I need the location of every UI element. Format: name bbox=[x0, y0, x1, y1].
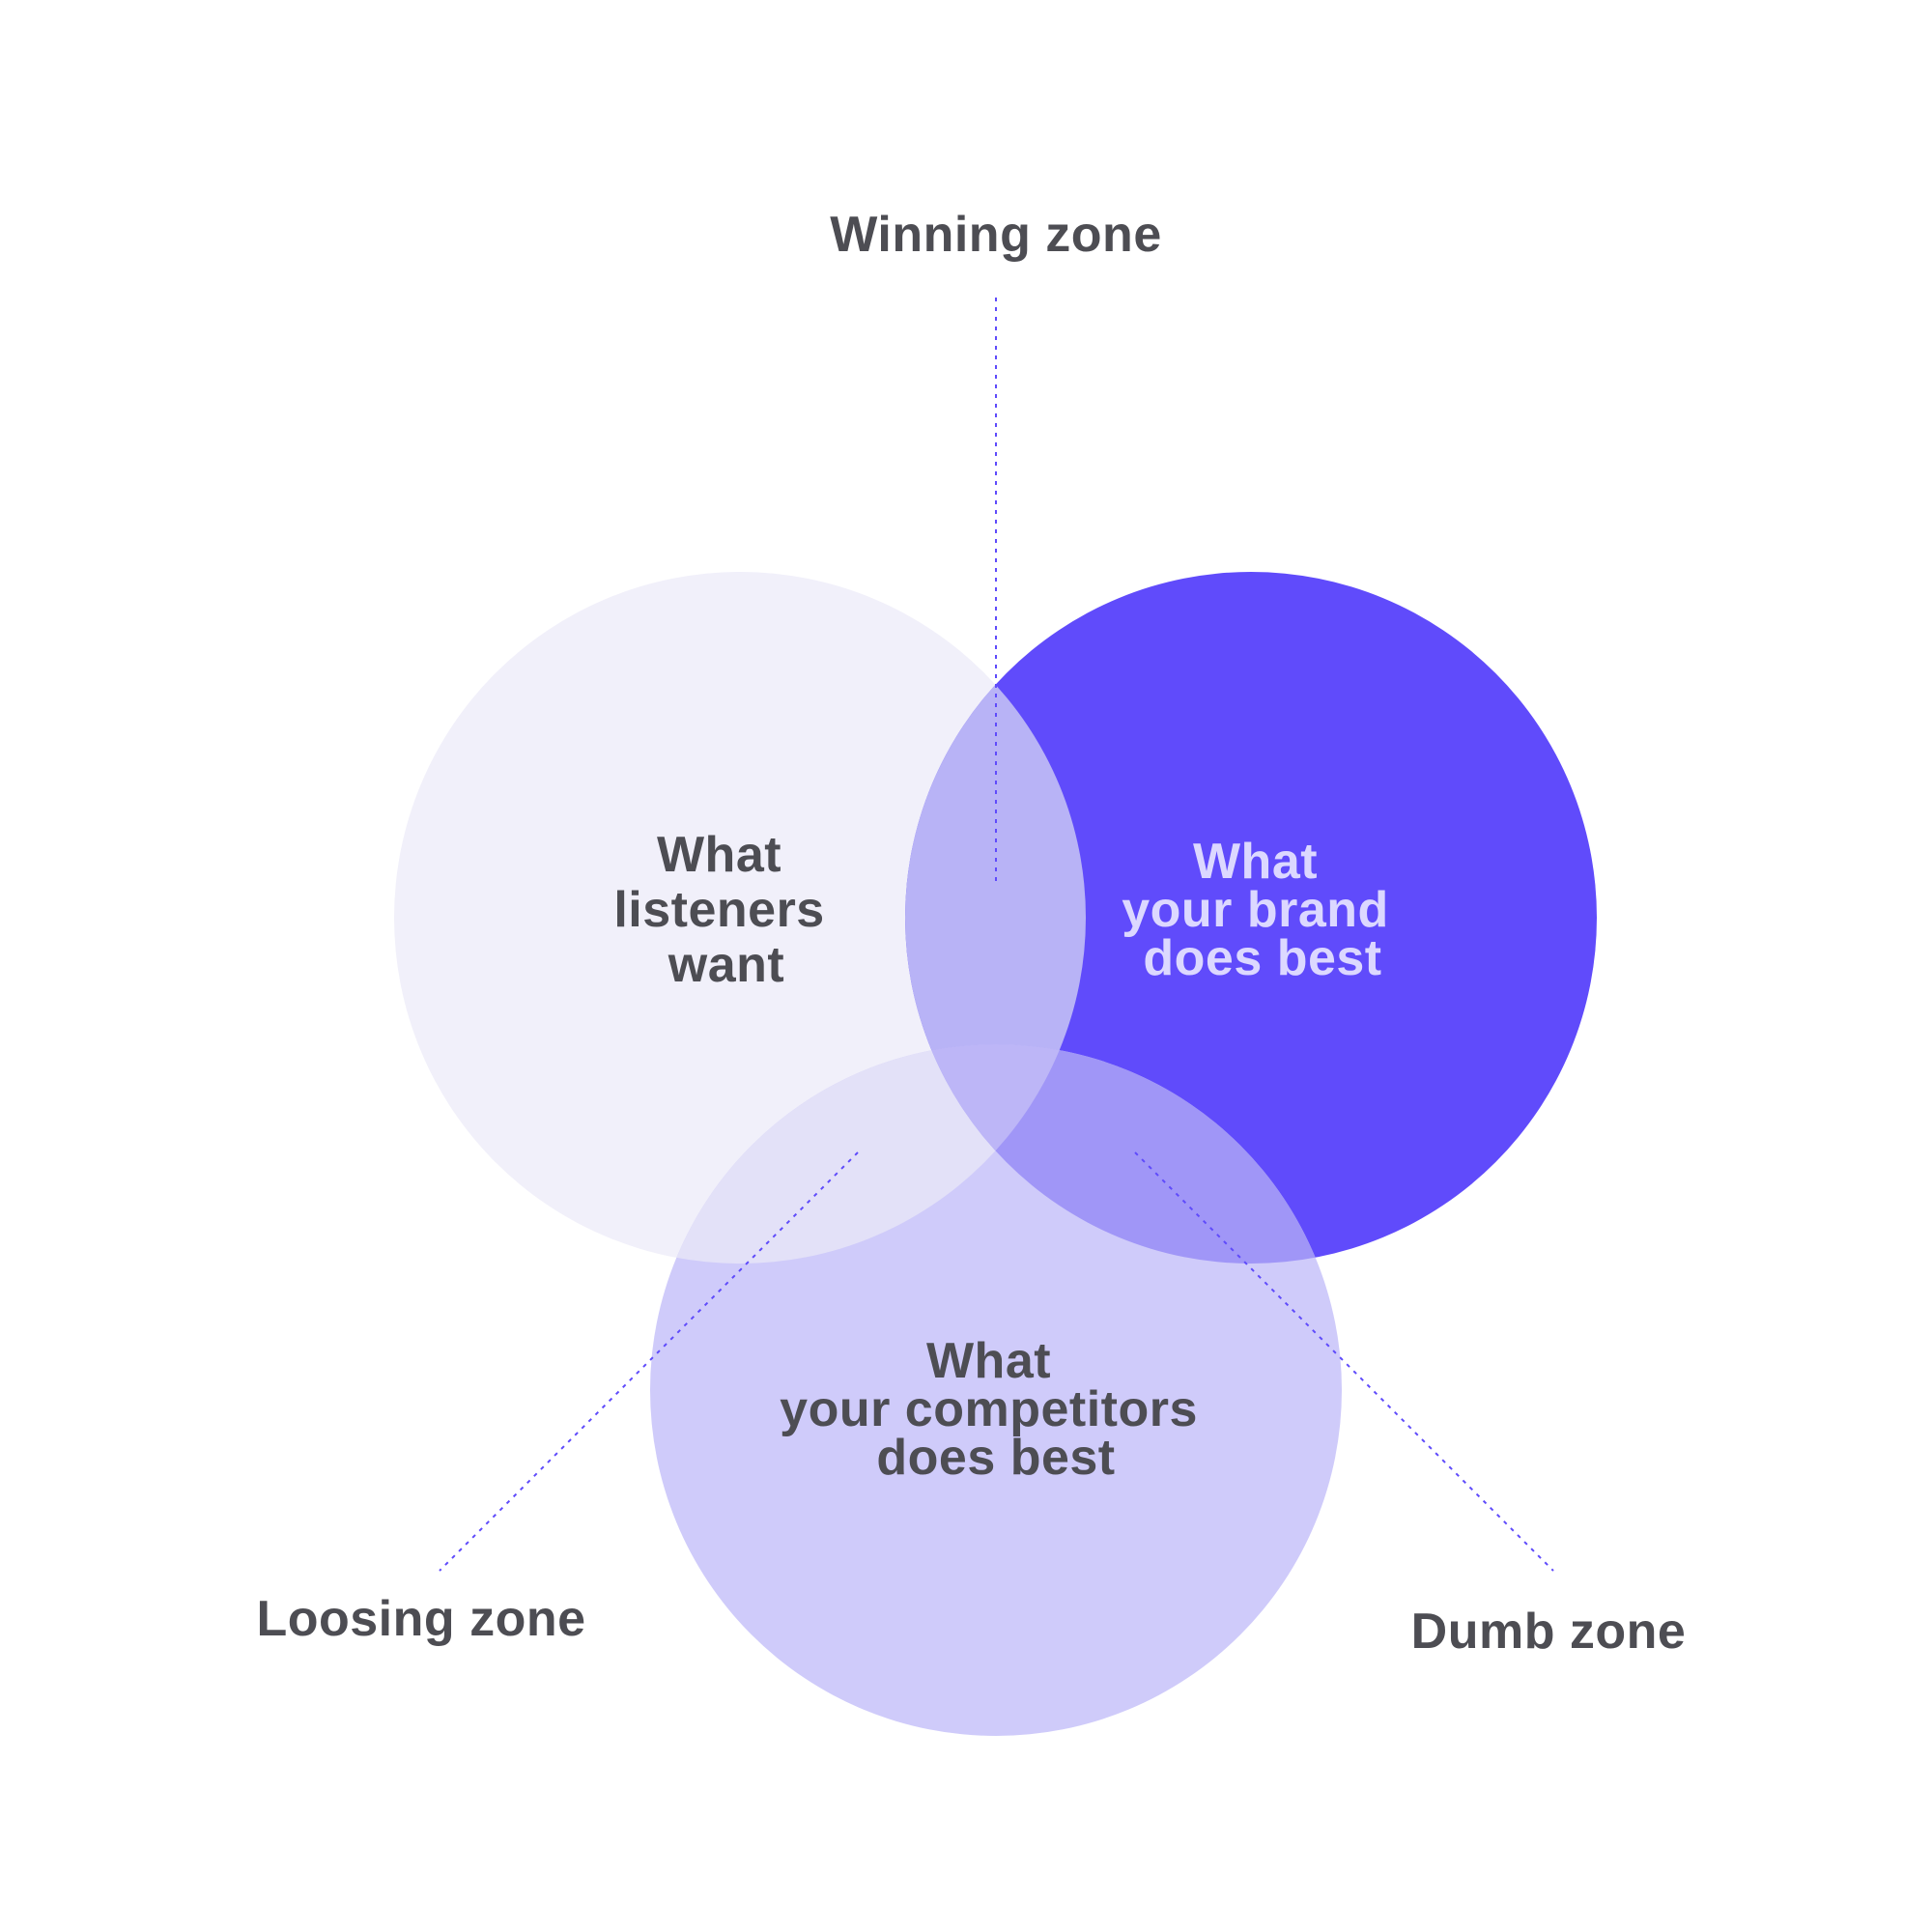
winning-zone-label: Winning zone bbox=[830, 207, 1161, 263]
loosing-zone-leader-line bbox=[439, 1151, 859, 1572]
competitors-label-line-1: What bbox=[926, 1333, 1051, 1389]
listeners-label-line-3: want bbox=[668, 937, 784, 993]
competitors-label-line-2: your competitors bbox=[780, 1381, 1198, 1437]
dumb-zone-label: Dumb zone bbox=[1411, 1604, 1687, 1660]
loosing-zone-label: Loosing zone bbox=[256, 1591, 585, 1647]
brand-competitors-overlap bbox=[905, 1044, 1342, 1264]
brand-label-line-1: What bbox=[1193, 834, 1318, 890]
listeners-label: What listeners want bbox=[613, 827, 838, 993]
brand-label-line-3: does best bbox=[1143, 930, 1381, 986]
competitors-label: What your competitors does best bbox=[780, 1333, 1212, 1486]
listeners-label-line-1: What bbox=[657, 827, 781, 883]
brand-label-line-2: your brand bbox=[1122, 882, 1389, 938]
dumb-zone-leader-line bbox=[1134, 1151, 1554, 1572]
listeners-competitors-overlap bbox=[650, 1044, 1086, 1264]
brand-label: What your brand does best bbox=[1122, 834, 1404, 986]
listeners-label-line-2: listeners bbox=[613, 882, 824, 938]
competitors-label-line-3: does best bbox=[876, 1430, 1115, 1486]
